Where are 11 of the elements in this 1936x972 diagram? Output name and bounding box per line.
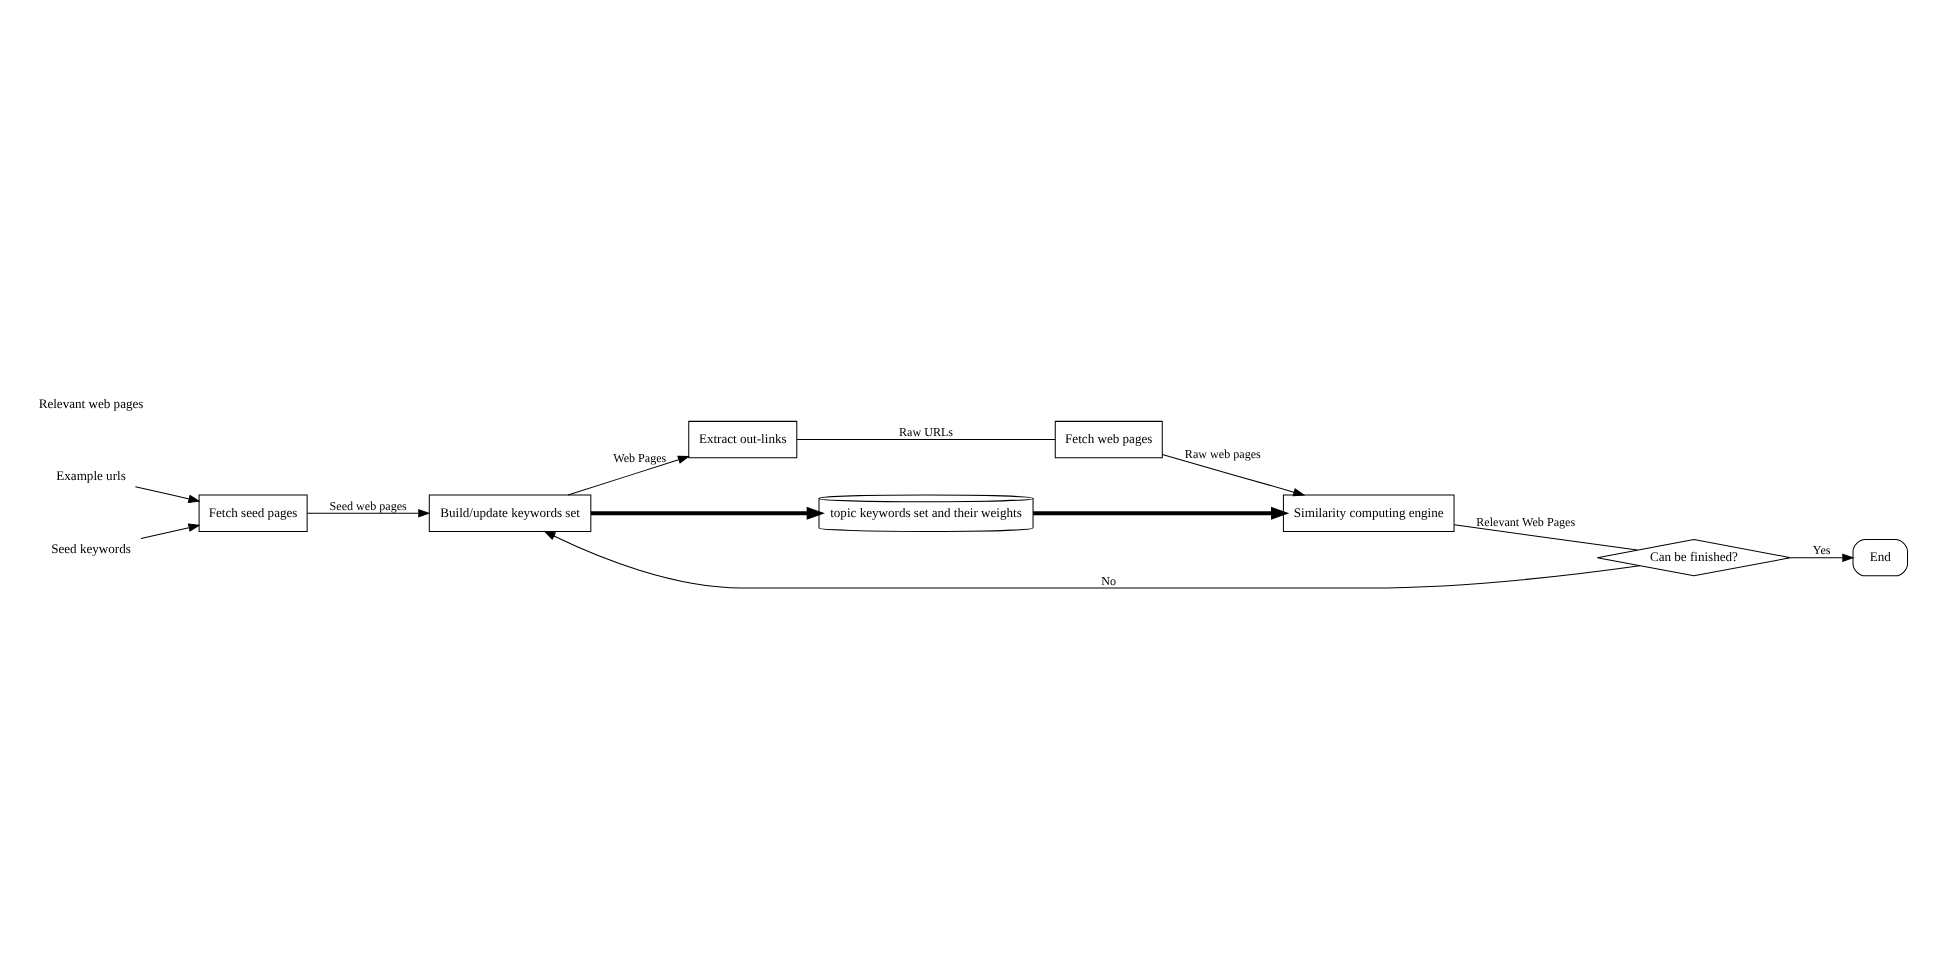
arrow [567, 454, 690, 495]
connector [796, 438, 1056, 440]
connector [1453, 523, 1638, 550]
arrow [306, 508, 431, 517]
arrow [1790, 552, 1855, 561]
arrow [543, 529, 1641, 588]
arrow [1033, 505, 1290, 519]
arrow [1161, 453, 1306, 496]
arrow [134, 485, 201, 502]
arrow [590, 505, 825, 519]
arrow [140, 522, 201, 538]
